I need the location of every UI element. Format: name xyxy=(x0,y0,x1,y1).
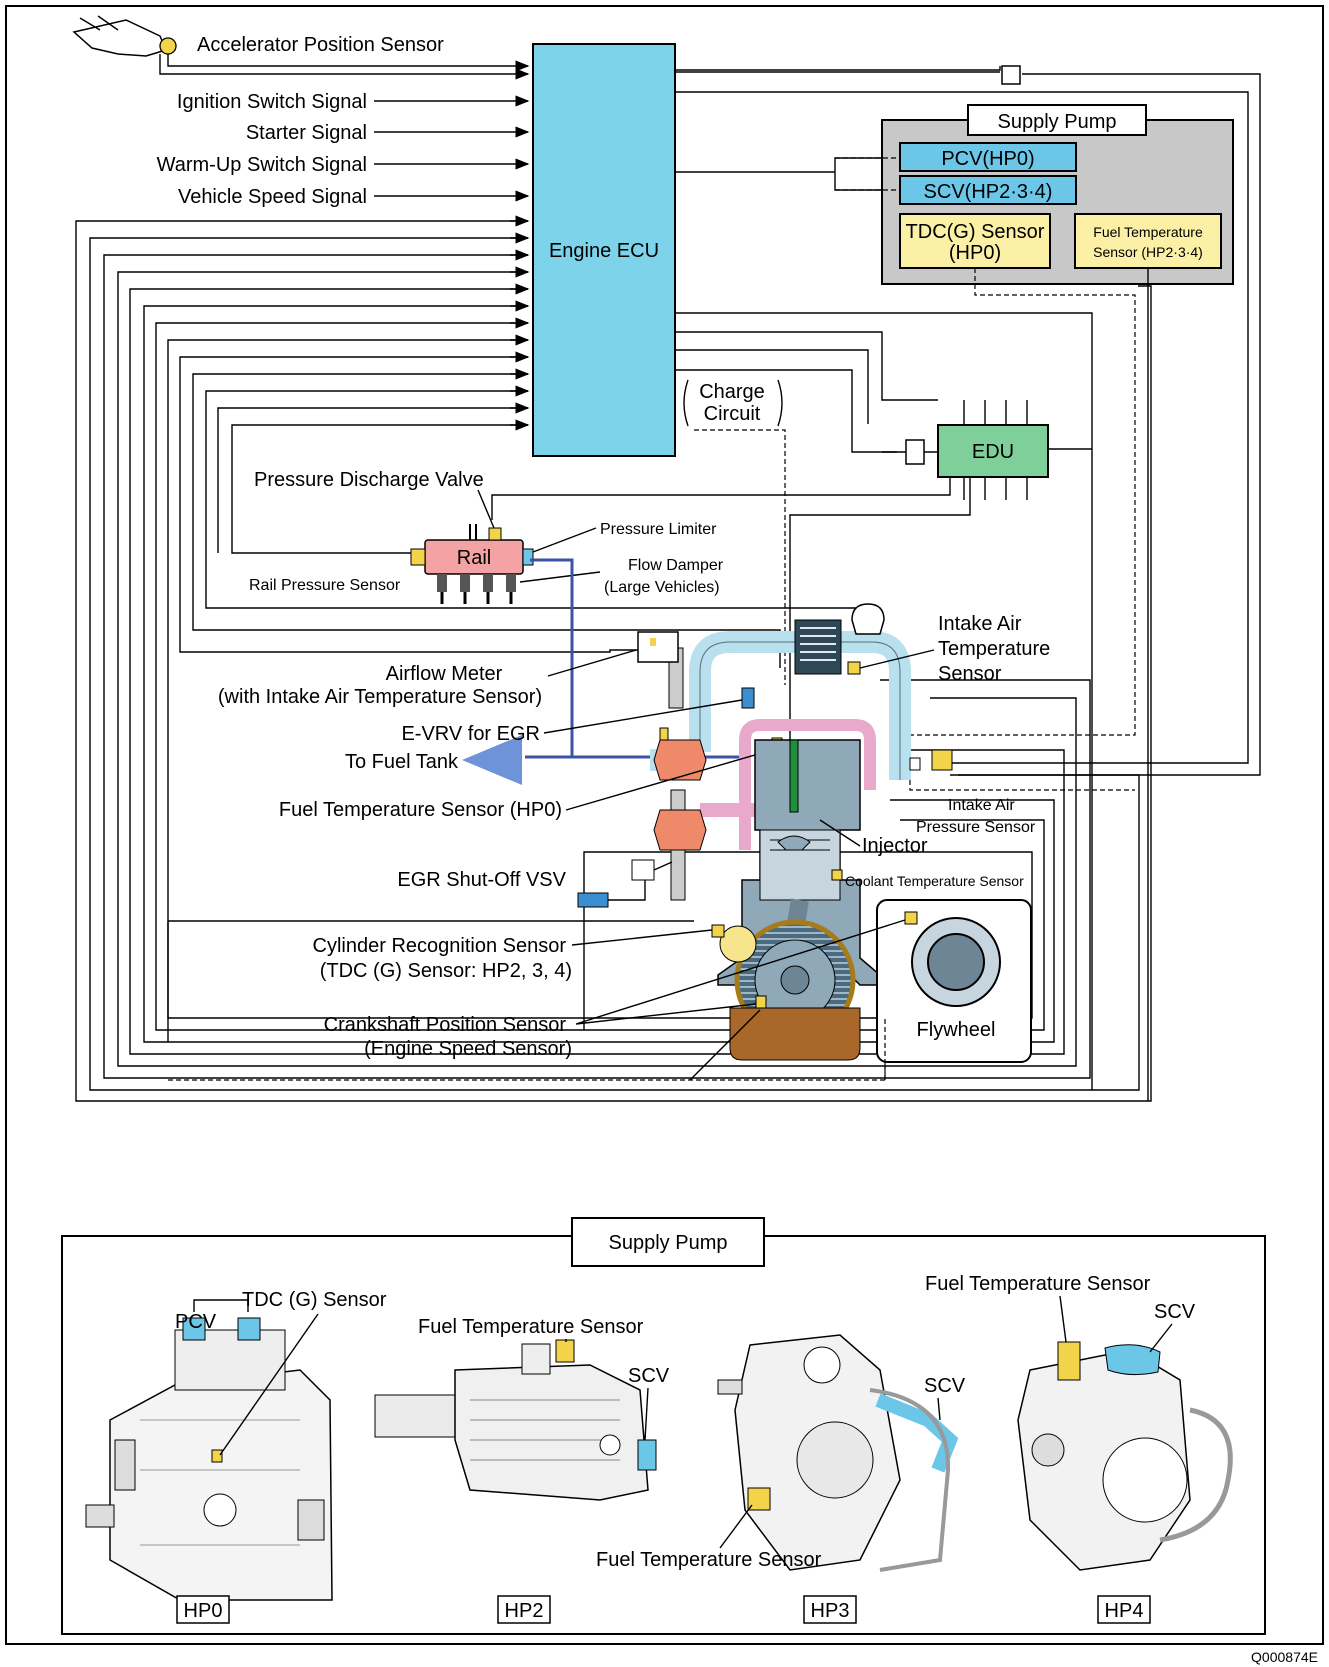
cylinder-recognition-label-1: Cylinder Recognition Sensor xyxy=(313,935,567,957)
edu-label: EDU xyxy=(972,441,1014,463)
starter-label: Starter Signal xyxy=(246,122,367,144)
supply-pump-panel-title: Supply Pump xyxy=(609,1232,728,1254)
scv-box xyxy=(899,175,1077,205)
rail-pressure-sensor-label: Rail Pressure Sensor xyxy=(249,577,401,594)
hp4-scv-label: SCV xyxy=(1154,1301,1196,1323)
figure-code: Q000874E xyxy=(1251,1649,1318,1665)
cylinder-recognition-sensor xyxy=(711,924,757,963)
fuel-temp-hp0-label: Fuel Temperature Sensor (HP0) xyxy=(279,799,562,821)
pressure-discharge-valve-label: Pressure Discharge Valve xyxy=(254,469,484,491)
hp4-fuel-temp-label: Fuel Temperature Sensor xyxy=(925,1273,1151,1295)
hp2-fuel-temp-label: Fuel Temperature Sensor xyxy=(418,1316,644,1338)
vehicle-speed-label: Vehicle Speed Signal xyxy=(178,186,367,208)
hp0-tag: HP0 xyxy=(184,1600,223,1622)
scv-label: SCV(HP2·3·4) xyxy=(924,181,1053,203)
ignition-label: Ignition Switch Signal xyxy=(177,91,367,113)
tdc-label-1: TDC(G) Sensor xyxy=(906,221,1045,243)
fuel-temp-sensor-box xyxy=(1074,213,1222,269)
edu xyxy=(937,424,1049,478)
flywheel xyxy=(876,899,1032,1063)
pump-hp2-illustration xyxy=(374,1339,657,1501)
intake-air-temp-label-1: Intake Air xyxy=(938,613,1022,635)
outer-frame xyxy=(5,5,1324,1645)
engine-ecu-label: Engine ECU xyxy=(549,240,659,262)
supply-pump-title-box xyxy=(967,104,1147,136)
hp3-fuel-temp-label: Fuel Temperature Sensor xyxy=(596,1549,822,1571)
hp4-tag: HP4 xyxy=(1105,1600,1144,1622)
system-diagram: Accelerator Position Sensor Ignition Swi… xyxy=(72,15,1261,1102)
intake-air-temp-label-2: Temperature xyxy=(938,638,1050,660)
flywheel-label: Flywheel xyxy=(917,1019,996,1041)
tdc-sensor-box xyxy=(899,213,1051,269)
intake-air-pressure-sensor xyxy=(909,749,953,771)
warmup-label: Warm-Up Switch Signal xyxy=(157,154,367,176)
rail: Rail xyxy=(410,524,534,604)
flow-damper-label-1: Flow Damper xyxy=(628,557,724,574)
connector-box-edu xyxy=(905,439,925,465)
hp0-pcv-label: PCV xyxy=(175,1311,217,1333)
charge-circuit-label-2: Circuit xyxy=(704,403,761,425)
engine-ecu xyxy=(532,43,676,457)
pump-hp3-illustration xyxy=(717,1334,959,1572)
pump-hp0-illustration xyxy=(85,1317,333,1601)
cylinder-recognition-label-2: (TDC (G) Sensor: HP2, 3, 4) xyxy=(320,960,572,982)
injector-label: Injector xyxy=(862,835,928,857)
egr-vsv-label: EGR Shut-Off VSV xyxy=(397,869,566,891)
flow-damper-label-2: (Large Vehicles) xyxy=(604,579,720,596)
intake-air-pressure-label-2: Pressure Sensor xyxy=(916,819,1036,836)
hp3-tag: HP3 xyxy=(811,1600,850,1622)
crankshaft-label-2: (Engine Speed Sensor) xyxy=(364,1038,572,1060)
sensor-wires xyxy=(75,215,1152,1102)
pressure-limiter-label: Pressure Limiter xyxy=(600,521,717,538)
fuel-temp-label-1: Fuel Temperature xyxy=(1093,224,1203,240)
to-fuel-tank-label: To Fuel Tank xyxy=(345,751,459,773)
accelerator-label: Accelerator Position Sensor xyxy=(197,34,444,56)
hp3-scv-label: SCV xyxy=(924,1375,966,1397)
coolant-label: Coolant Temperature Sensor xyxy=(845,873,1024,889)
hp0-tdc-label: TDC (G) Sensor xyxy=(242,1289,387,1311)
intake-air-temp-sensor xyxy=(847,603,885,675)
crankshaft-label-1: Crankshaft Position Sensor xyxy=(324,1014,567,1036)
engine-block xyxy=(717,739,881,1061)
charge-circuit-label-1: Charge xyxy=(699,381,765,403)
accelerator-wire xyxy=(167,54,530,72)
hp2-scv-label: SCV xyxy=(628,1365,670,1387)
fuel-temp-label-2: Sensor (HP2·3·4) xyxy=(1093,244,1203,260)
rail-label: Rail xyxy=(457,547,491,569)
airflow-meter xyxy=(637,631,679,663)
airflow-meter-label-2: (with Intake Air Temperature Sensor) xyxy=(218,686,542,708)
pump-hp4-illustration xyxy=(1017,1341,1233,1571)
supply-pump-title: Supply Pump xyxy=(998,111,1117,133)
connector-box-top xyxy=(1001,65,1021,85)
hp2-tag: HP2 xyxy=(505,1600,544,1622)
pcv-label: PCV(HP0) xyxy=(941,148,1034,170)
egr-shutoff-vsv xyxy=(577,859,673,908)
turbocharger xyxy=(653,647,707,901)
pcv-box xyxy=(899,142,1077,172)
evrv-label: E-VRV for EGR xyxy=(401,723,540,745)
accelerator-pedal-icon xyxy=(72,15,177,57)
evrv-icon xyxy=(741,687,755,709)
airflow-meter-label-1: Airflow Meter xyxy=(386,663,503,685)
tdc-label-2: (HP0) xyxy=(949,242,1001,264)
intake-air-temp-label-3: Sensor xyxy=(938,663,1002,685)
intake-air-pressure-label-1: Intake Air xyxy=(948,797,1015,814)
supply-pump-panel: Supply Pump PCV TDC (G) Sensor HP0 xyxy=(61,1217,1266,1635)
